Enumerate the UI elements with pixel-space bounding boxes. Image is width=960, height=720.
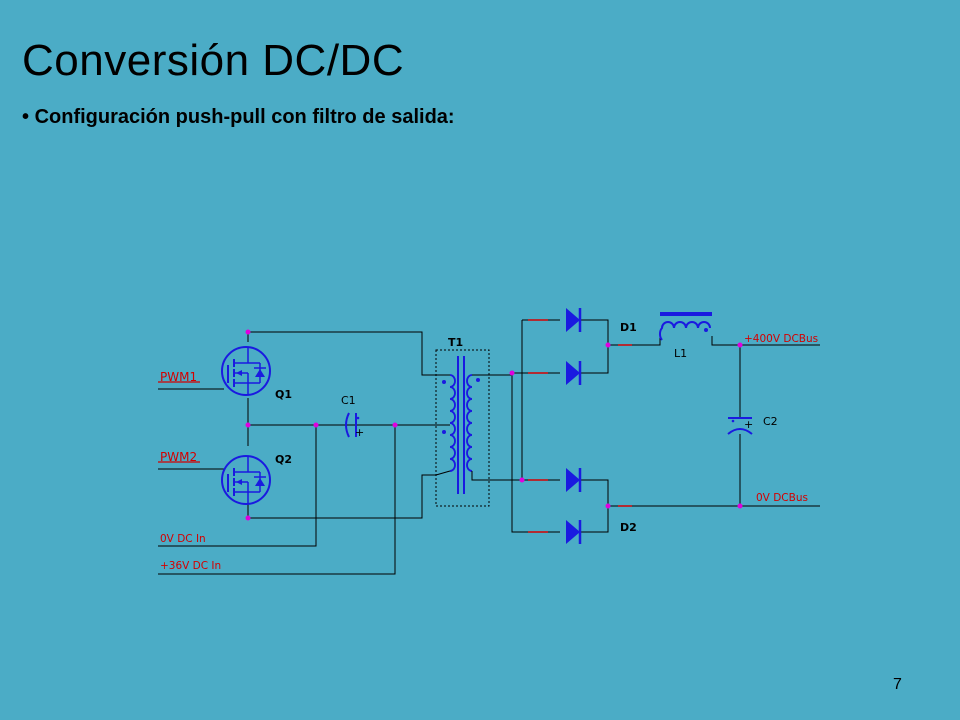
label-c1: C1 [341,394,356,407]
net-label-36v-dc-in: +36V DC In [160,560,221,572]
slide-title: Conversión DC/DC [22,36,405,85]
label-q2: Q2 [275,453,292,466]
label-q1: Q1 [275,388,292,401]
label-d2: D2 [620,521,637,534]
bullet-text: • Configuración push-pull con filtro de … [22,106,455,128]
capacitor-c2 [727,417,753,435]
bullet-label: Configuración push-pull con filtro de sa… [34,106,455,128]
mosfet-q2 [221,455,271,505]
page-number: 7 [893,676,902,693]
junction-nodes [245,329,743,521]
net-label-400v-dcbus: +400V DCBus [744,333,818,345]
net-label-pwm1: PWM1 [160,370,197,384]
diode-anode-marks [528,319,632,533]
inductor-l1 [658,312,712,341]
label-c2: C2 [763,415,778,428]
c2-plus-sign: + [744,418,753,431]
label-t1: T1 [448,336,463,349]
diode-d2-top [564,466,582,494]
primary-wires [158,331,436,575]
diode-d2-bottom [564,518,582,546]
c1-plus-sign: + [355,426,364,439]
mosfet-q1 [221,346,271,396]
label-l1: L1 [674,347,687,360]
net-label-pwm2: PWM2 [160,450,197,464]
capacitor-c1 [316,412,395,438]
net-label-0v-dcbus: 0V DCBus [756,492,808,504]
transformer-t1 [435,349,490,507]
diode-d1-bottom [564,359,582,387]
net-label-0v-dc-in: 0V DC In [160,533,206,545]
label-d1: D1 [620,321,637,334]
diode-d1-top [564,306,582,334]
